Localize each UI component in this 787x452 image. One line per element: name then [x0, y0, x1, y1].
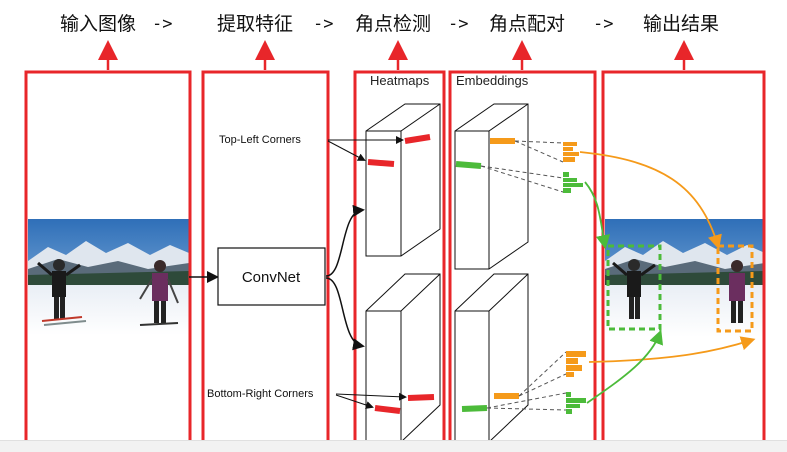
heatmap-top-box [365, 103, 441, 257]
embedding-bottom-box [454, 273, 529, 443]
stage-frames [24, 70, 766, 450]
embeddings-title: Embeddings [456, 73, 529, 88]
histogram-tl-green [563, 172, 583, 193]
tl-pointer-2 [327, 140, 366, 161]
step-corner-pairing: 角点配对 [489, 13, 566, 35]
top-left-corners-label: Top-Left Corners [219, 134, 301, 146]
bottom-scroll-region [0, 440, 787, 452]
heatmaps-title: Heatmaps [370, 73, 430, 88]
orange-br-to-output [588, 336, 756, 363]
input-photo-skiers [28, 219, 189, 335]
step-connectors [98, 40, 694, 70]
convnet-to-bottom-heatmap [325, 277, 365, 351]
detection-box-orange [716, 244, 754, 333]
green-br-to-output [586, 329, 663, 404]
br-pointer-2 [335, 394, 374, 409]
step-input-image: 输入图像 [60, 13, 137, 35]
embed-mark-tl-green [455, 161, 482, 169]
frame-detection [353, 70, 446, 450]
output-photo-art [605, 219, 765, 337]
heat-mark-br-1 [407, 394, 435, 401]
embedding-top-box [454, 103, 529, 270]
separator-3: -> [448, 14, 469, 34]
frame-pairing [448, 70, 597, 450]
frame-output [601, 70, 766, 450]
step-extract-features: 提取特征 [217, 13, 294, 35]
orange-tl-to-output [579, 151, 722, 250]
embed-mark-br-green [461, 405, 488, 412]
heatmap-bottom-box [365, 273, 441, 443]
step-output-result: 输出结果 [643, 13, 720, 35]
convnet-box [217, 247, 326, 306]
output-photo-skiers [605, 219, 765, 337]
br-pointer-1 [335, 392, 407, 401]
step-corner-detection: 角点检测 [355, 13, 432, 35]
convnet-to-top-heatmap [325, 204, 365, 277]
separator-2: -> [313, 14, 334, 34]
bottom-right-corners-label: Bottom-Right Corners [207, 388, 314, 400]
heat-mark-br-2 [374, 405, 401, 414]
histogram-tl-orange [563, 142, 579, 162]
frame-input [24, 70, 192, 450]
separator-4: -> [593, 14, 614, 34]
green-tl-to-output [584, 181, 611, 250]
histogram-br-orange [566, 351, 586, 377]
histogram-br-green [566, 392, 586, 414]
detection-box-green [606, 244, 662, 331]
heat-mark-tl-1 [404, 134, 431, 144]
input-photo-art [28, 219, 189, 335]
convnet-label: ConvNet [242, 269, 301, 286]
heat-mark-tl-2 [367, 159, 395, 167]
separator-1: -> [152, 14, 173, 34]
embedding-projections [480, 140, 567, 411]
